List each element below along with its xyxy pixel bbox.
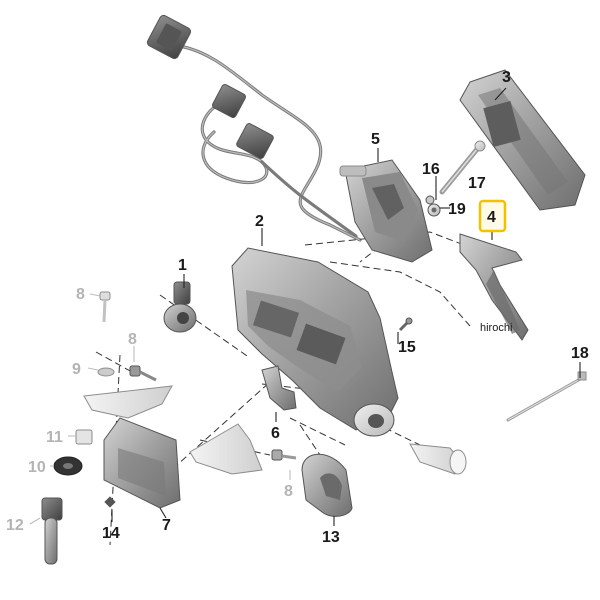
callout-4: 4 — [487, 209, 496, 226]
connector-plug-lower — [236, 123, 274, 159]
callout-11: 11 — [46, 429, 63, 446]
mount-block-7 — [103, 417, 181, 509]
callout-5: 5 — [371, 131, 380, 148]
callout-8-lower: 8 — [284, 483, 293, 500]
callout-2: 2 — [255, 213, 264, 230]
washer-9 — [97, 367, 115, 377]
cable-harness — [146, 14, 362, 242]
callout-6: 6 — [271, 425, 280, 442]
screw-13 — [398, 317, 413, 332]
cable-tie-17 — [506, 371, 587, 422]
holder-plate — [459, 69, 586, 211]
screw-8-left — [99, 291, 111, 323]
rubber-10 — [53, 456, 83, 476]
cover-18 — [301, 453, 353, 517]
callout-15: 17 — [468, 175, 486, 192]
leader-lines — [29, 87, 581, 526]
callout-labels: 3 5 16 17 19 4 2 1 8 8 15 18 9 6 11 10 8… — [6, 69, 589, 546]
callout-9: 9 — [72, 361, 81, 378]
connector-plug-middle — [211, 83, 247, 119]
washer-14 — [425, 195, 435, 205]
callout-14: 16 — [422, 161, 440, 178]
bracket-leg-4 — [459, 233, 529, 341]
highlight-frame — [478, 199, 507, 233]
main-housing-2 — [231, 247, 399, 437]
pin-12 — [41, 497, 63, 565]
pale-bracket-lower — [189, 423, 263, 475]
sleeve-11 — [75, 429, 93, 445]
bracket-5 — [339, 159, 433, 263]
callout-17: 18 — [571, 345, 589, 362]
callout-1: 1 — [178, 257, 187, 274]
callout-19: 19 — [448, 201, 466, 218]
screw-16 — [104, 496, 116, 508]
callout-18: 13 — [322, 529, 340, 546]
callout-10: 10 — [28, 459, 46, 476]
screw-8-lower — [271, 449, 297, 461]
pale-bracket-upper — [83, 385, 173, 419]
screw-8-middle — [129, 365, 157, 382]
connector-plug-upper — [146, 14, 192, 60]
hinge-clip-1 — [163, 281, 197, 333]
end-cap — [409, 443, 467, 475]
callout-16: 14 — [102, 525, 120, 542]
watermark-text: hirochi — [480, 322, 512, 334]
callout-13: 15 — [398, 339, 416, 356]
callout-7: 7 — [162, 517, 171, 534]
callout-12: 12 — [6, 517, 24, 534]
clip-6 — [261, 365, 297, 411]
bolt-15 — [439, 140, 486, 195]
callout-3: 3 — [502, 69, 511, 86]
nut-19 — [427, 203, 441, 217]
callout-8-middle: 8 — [128, 331, 137, 348]
callout-8-left: 8 — [76, 286, 85, 303]
